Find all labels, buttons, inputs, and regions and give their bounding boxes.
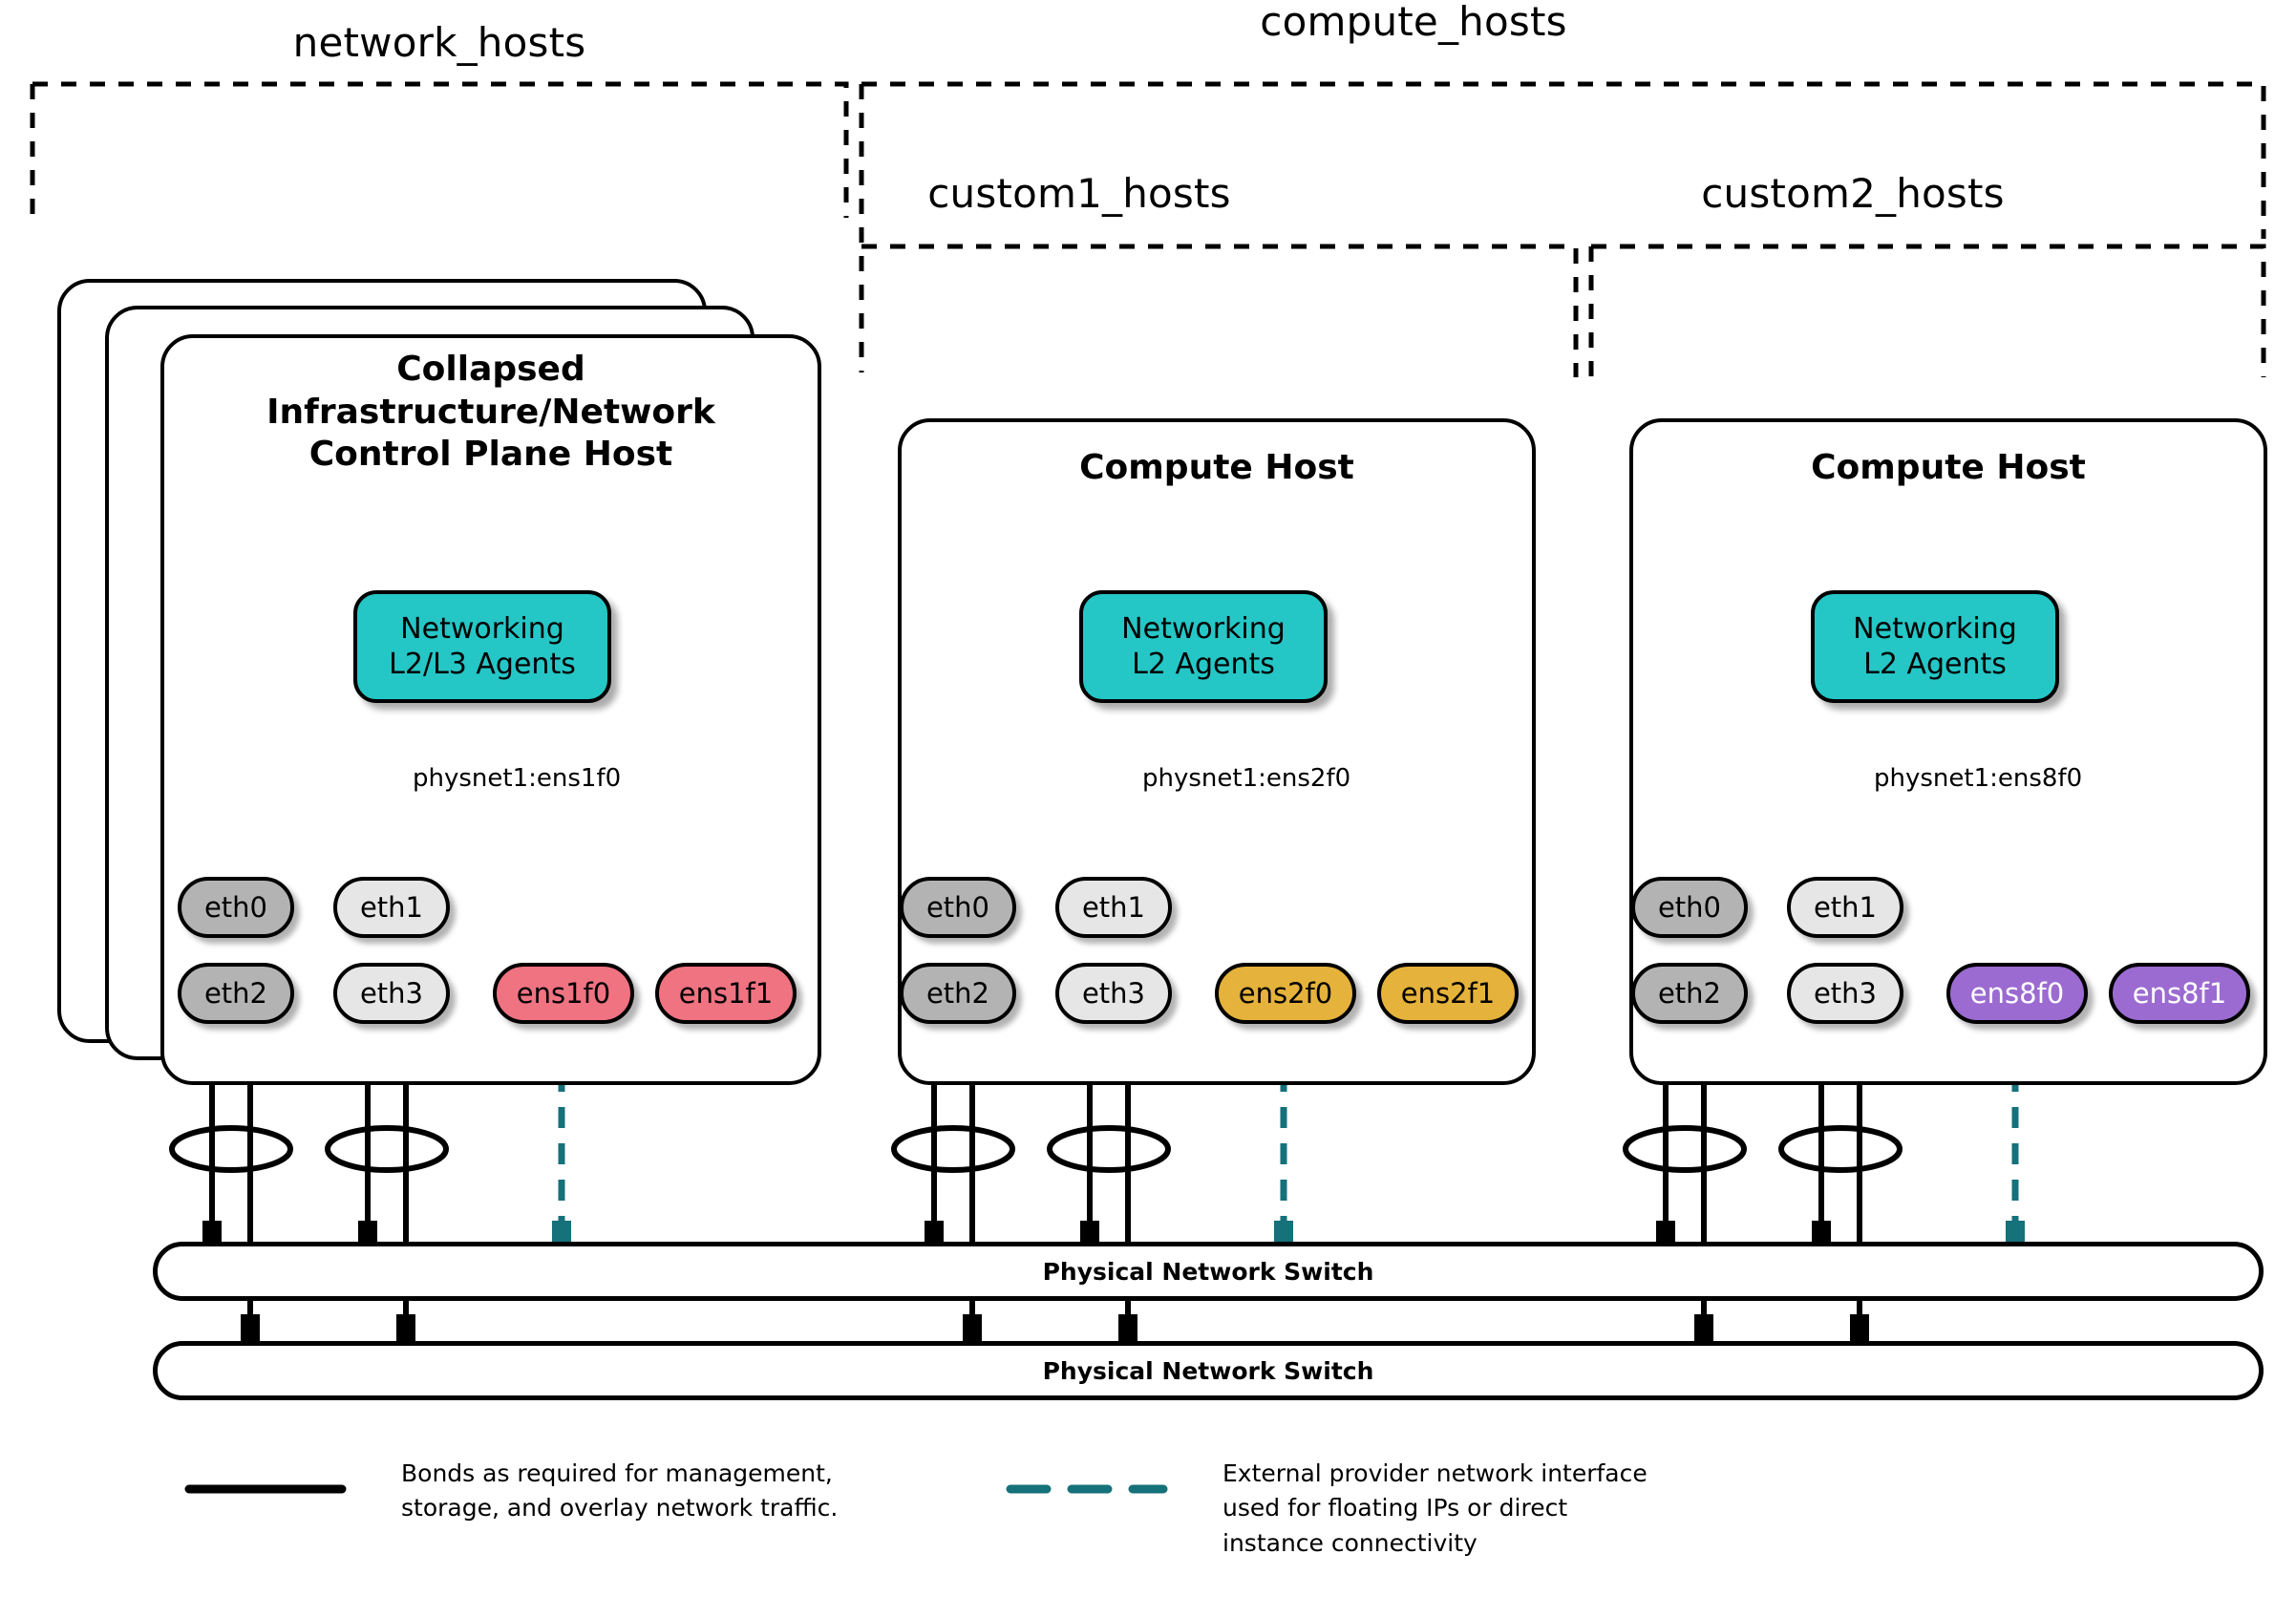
- nic-label: ens1f1: [678, 977, 774, 1010]
- physical-network-switch-top[interactable]: Physical Network Switch: [153, 1242, 2264, 1301]
- legend-line: External provider network interface: [1222, 1459, 1648, 1487]
- agent-label-line: L2 Agents: [1863, 648, 2007, 681]
- nic-label: ens8f0: [1969, 977, 2065, 1010]
- nic-eth1-host3[interactable]: eth1: [1787, 877, 1903, 938]
- legend-line: instance connectivity: [1222, 1528, 1478, 1557]
- nic-label: ens2f1: [1400, 977, 1496, 1010]
- group-title-custom2-hosts: custom2_hosts: [1701, 170, 2005, 217]
- nic-eth0-host1[interactable]: eth0: [178, 877, 294, 938]
- agent-box-compute-host-2[interactable]: Networking L2 Agents: [1811, 590, 2059, 703]
- host-title-line: Infrastructure/Network: [266, 392, 715, 432]
- agent-label-line: L2 Agents: [1132, 648, 1275, 681]
- switch-stub: [1118, 1314, 1137, 1345]
- nic-label: eth0: [925, 891, 990, 924]
- nic-eth0-host2[interactable]: eth0: [900, 877, 1016, 938]
- group-title-compute-hosts: compute_hosts: [1260, 0, 1567, 45]
- host-title-compute-host-2: Compute Host: [1629, 447, 2267, 490]
- switch-label: Physical Network Switch: [1042, 1356, 1374, 1385]
- nic-eth1-host1[interactable]: eth1: [333, 877, 450, 938]
- nic-ens2f1-host2[interactable]: ens2f1: [1377, 963, 1519, 1024]
- agent-label-line: Networking: [1121, 611, 1286, 646]
- physical-network-switch-bottom[interactable]: Physical Network Switch: [153, 1341, 2264, 1400]
- legend-provider-text: External provider network interface used…: [1222, 1457, 1757, 1561]
- nic-label: eth2: [925, 977, 990, 1010]
- nic-label: eth3: [359, 977, 424, 1010]
- nic-label: eth1: [1081, 891, 1146, 924]
- agent-label-line: Networking: [400, 611, 564, 646]
- agent-label-line: L2/L3 Agents: [389, 648, 576, 681]
- nic-label: ens2f0: [1238, 977, 1333, 1010]
- nic-label: eth2: [1657, 977, 1722, 1010]
- nic-eth2-host1[interactable]: eth2: [178, 963, 294, 1024]
- agent-box-compute-host-1[interactable]: Networking L2 Agents: [1079, 590, 1328, 703]
- group-box-custom2-hosts: [1591, 244, 2266, 377]
- group-title-network-hosts: network_hosts: [292, 19, 586, 66]
- group-box-network-hosts: [32, 81, 849, 218]
- nic-ens2f0-host2[interactable]: ens2f0: [1215, 963, 1356, 1024]
- nic-label: eth0: [1657, 891, 1722, 924]
- nic-ens8f0-host3[interactable]: ens8f0: [1946, 963, 2088, 1024]
- physnet-label-host1: physnet1:ens1f0: [413, 764, 622, 793]
- nic-label: ens1f0: [516, 977, 611, 1010]
- nic-eth3-host1[interactable]: eth3: [333, 963, 450, 1024]
- nic-ens8f1-host3[interactable]: ens8f1: [2109, 963, 2250, 1024]
- nic-eth2-host2[interactable]: eth2: [900, 963, 1016, 1024]
- host-title-compute-host-1: Compute Host: [898, 447, 1536, 490]
- nic-ens1f1-host1[interactable]: ens1f1: [655, 963, 797, 1024]
- nic-label: ens8f1: [2132, 977, 2227, 1010]
- switch-label: Physical Network Switch: [1042, 1257, 1374, 1286]
- host-title-collapsed-control-plane: Collapsed Infrastructure/Network Control…: [160, 349, 821, 477]
- switch-stub: [241, 1314, 260, 1345]
- nic-eth3-host2[interactable]: eth3: [1055, 963, 1172, 1024]
- switch-stub: [963, 1314, 982, 1345]
- agent-box-collapsed-control-plane[interactable]: Networking L2/L3 Agents: [353, 590, 611, 703]
- legend-line: storage, and overlay network traffic.: [401, 1494, 839, 1522]
- switch-stub: [396, 1314, 415, 1345]
- nic-label: eth2: [203, 977, 268, 1010]
- nic-label: eth3: [1813, 977, 1878, 1010]
- group-box-compute-hosts: [861, 81, 2266, 239]
- nic-eth3-host3[interactable]: eth3: [1787, 963, 1903, 1024]
- legend-line: Bonds as required for management,: [401, 1459, 833, 1487]
- switch-stub: [1694, 1314, 1713, 1345]
- nic-label: eth0: [203, 891, 268, 924]
- group-box-custom1-hosts: [861, 244, 1579, 377]
- physnet-label-host3: physnet1:ens8f0: [1874, 764, 2083, 793]
- nic-label: eth3: [1081, 977, 1146, 1010]
- nic-eth2-host3[interactable]: eth2: [1631, 963, 1748, 1024]
- host-card-collapsed-control-plane[interactable]: [160, 334, 821, 1085]
- host-title-line: Control Plane Host: [308, 435, 673, 475]
- agent-label-line: Networking: [1853, 611, 2017, 646]
- legend-bond-text: Bonds as required for management, storag…: [401, 1457, 898, 1526]
- legend-line: used for floating IPs or direct: [1222, 1494, 1568, 1522]
- nic-label: eth1: [359, 891, 424, 924]
- nic-ens1f0-host1[interactable]: ens1f0: [493, 963, 634, 1024]
- nic-eth1-host2[interactable]: eth1: [1055, 877, 1172, 938]
- physnet-label-host2: physnet1:ens2f0: [1142, 764, 1351, 793]
- group-title-custom1-hosts: custom1_hosts: [927, 170, 1231, 217]
- host-title-line: Compute Host: [1079, 448, 1354, 487]
- nic-eth0-host3[interactable]: eth0: [1631, 877, 1748, 938]
- host-title-line: Compute Host: [1811, 448, 2086, 487]
- nic-label: eth1: [1813, 891, 1878, 924]
- switch-stub: [1850, 1314, 1869, 1345]
- host-title-line: Collapsed: [396, 350, 585, 389]
